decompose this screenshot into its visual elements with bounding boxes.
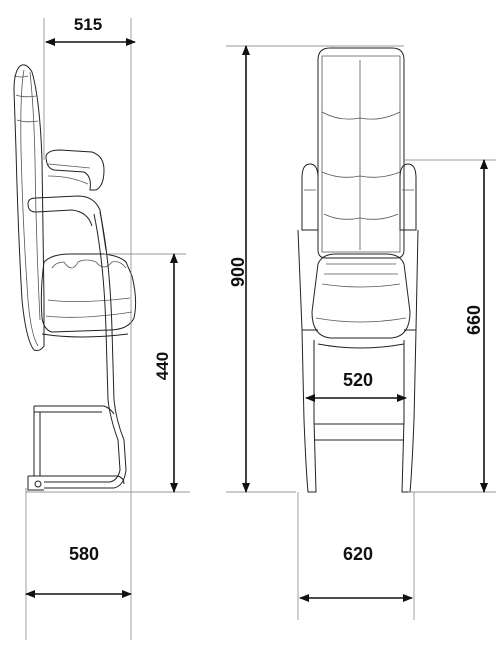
dim-label-overall-height: 900	[228, 257, 248, 287]
front-armrest-left	[301, 163, 319, 231]
front-view	[297, 47, 419, 493]
side-frame	[44, 211, 127, 489]
front-backrest	[317, 47, 405, 259]
dim-label-seat-width: 520	[343, 370, 373, 390]
side-backrest	[13, 64, 45, 351]
front-frame	[297, 229, 317, 493]
side-armrest	[45, 149, 105, 191]
extension-lines	[25, 18, 496, 640]
dim-label-overall-width: 620	[343, 544, 373, 564]
dimension-lines	[25, 38, 488, 602]
side-seat	[40, 253, 137, 333]
front-seat	[311, 253, 411, 339]
dim-label-seat-depth: 515	[74, 15, 102, 34]
dim-label-overall-depth: 580	[69, 544, 99, 564]
side-view	[13, 64, 137, 491]
dim-label-armrest-height: 660	[464, 305, 484, 335]
dim-label-seat-height: 440	[153, 352, 172, 380]
